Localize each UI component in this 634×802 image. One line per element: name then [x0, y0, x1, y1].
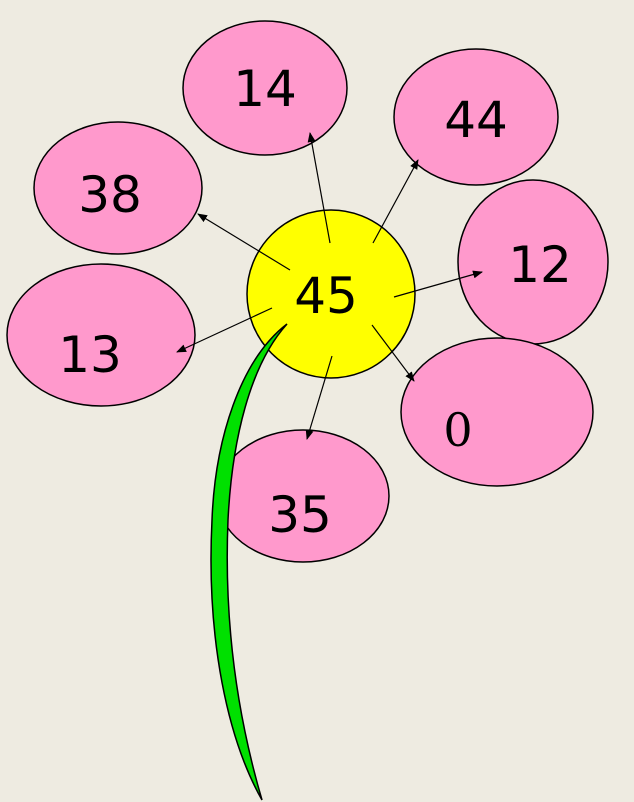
flower-center: 45	[246, 209, 416, 379]
flower-stem	[210, 323, 288, 801]
petal-label: 35	[268, 486, 332, 544]
petal-label: 44	[444, 91, 508, 149]
arrow-to-13	[176, 307, 273, 353]
petal-14: 14	[182, 20, 348, 156]
petal-38: 38	[33, 121, 203, 255]
arrow-to-44	[372, 159, 419, 244]
petal-label: 0	[443, 403, 472, 457]
arrow-to-35	[305, 355, 333, 440]
arrow-to-0	[371, 324, 415, 382]
arrow-to-14	[307, 132, 331, 244]
petal-0: 0	[400, 337, 594, 487]
arrow-to-12	[393, 270, 483, 298]
petal-label: 38	[78, 166, 142, 224]
petal-12: 12	[457, 179, 609, 345]
petal-35: 35	[216, 429, 390, 563]
arrow-to-38	[197, 213, 291, 271]
center-label: 45	[294, 267, 358, 325]
petal-label: 13	[58, 326, 122, 384]
petal-44: 44	[393, 48, 559, 186]
petal-label: 12	[508, 236, 572, 294]
petal-13: 13	[6, 263, 196, 407]
petal-label: 14	[233, 60, 297, 118]
